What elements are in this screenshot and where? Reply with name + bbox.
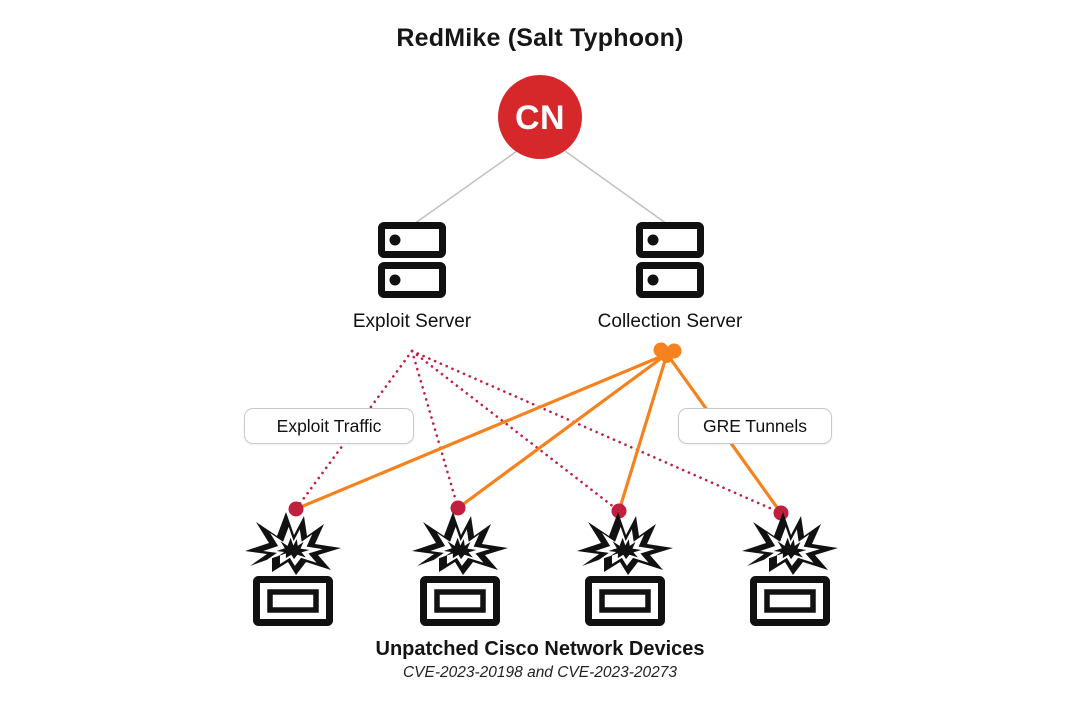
hit-dot-device-3 bbox=[611, 503, 627, 519]
gre-hub-dot bbox=[653, 342, 682, 363]
exploit-traffic-label-text: Exploit Traffic bbox=[276, 415, 382, 436]
edge-actor-exploit-server bbox=[413, 150, 518, 225]
gre-tunnels-label: GRE Tunnels bbox=[678, 408, 832, 444]
edge-exploit-device-1 bbox=[294, 349, 414, 511]
exploit-traffic-edges bbox=[294, 349, 783, 515]
hit-dot-device-1 bbox=[288, 501, 304, 517]
gre-tunnels-label-text: GRE Tunnels bbox=[702, 415, 808, 436]
gre-tunnel-edges bbox=[294, 352, 783, 515]
collection-server-label: Collection Server bbox=[597, 311, 743, 332]
cisco-router-icon bbox=[585, 576, 665, 626]
explosion-icon bbox=[575, 511, 675, 577]
explosion-icon bbox=[410, 511, 510, 577]
cn-badge-label: CN bbox=[515, 99, 565, 137]
gre-hub-dot-bottom bbox=[661, 351, 673, 363]
device-hit-dots bbox=[288, 500, 789, 521]
edge-gre-device-1 bbox=[294, 352, 669, 511]
device-node bbox=[243, 511, 343, 629]
exploit-traffic-label: Exploit Traffic bbox=[244, 408, 414, 444]
explosion-icon bbox=[243, 511, 343, 577]
exploit-server-icon bbox=[378, 222, 446, 298]
cisco-router-icon bbox=[750, 576, 830, 626]
edge-exploit-device-2 bbox=[410, 349, 460, 510]
edge-exploit-device-3 bbox=[410, 349, 621, 513]
hit-dot-device-2 bbox=[450, 500, 466, 516]
device-node bbox=[575, 511, 675, 629]
collection-server-icon bbox=[636, 222, 704, 298]
cisco-router-icon bbox=[253, 576, 333, 626]
explosion-icon bbox=[740, 511, 840, 577]
page-title: RedMike (Salt Typhoon) bbox=[396, 24, 684, 52]
cisco-router-icon bbox=[420, 576, 500, 626]
device-node bbox=[410, 511, 510, 629]
devices-group-label: Unpatched Cisco Network Devices bbox=[375, 638, 705, 660]
edge-exploit-device-4 bbox=[410, 349, 783, 515]
edge-gre-device-3 bbox=[617, 352, 669, 513]
threat-actor-node: CN bbox=[498, 75, 582, 159]
exploit-server-label: Exploit Server bbox=[352, 311, 472, 332]
hit-dot-device-4 bbox=[773, 505, 789, 521]
edge-actor-collection-server bbox=[564, 150, 668, 225]
edge-gre-device-2 bbox=[456, 352, 669, 510]
cve-list-label: CVE-2023-20198 and CVE-2023-20273 bbox=[402, 664, 678, 681]
device-node bbox=[740, 511, 840, 629]
cn-circle bbox=[498, 75, 582, 159]
